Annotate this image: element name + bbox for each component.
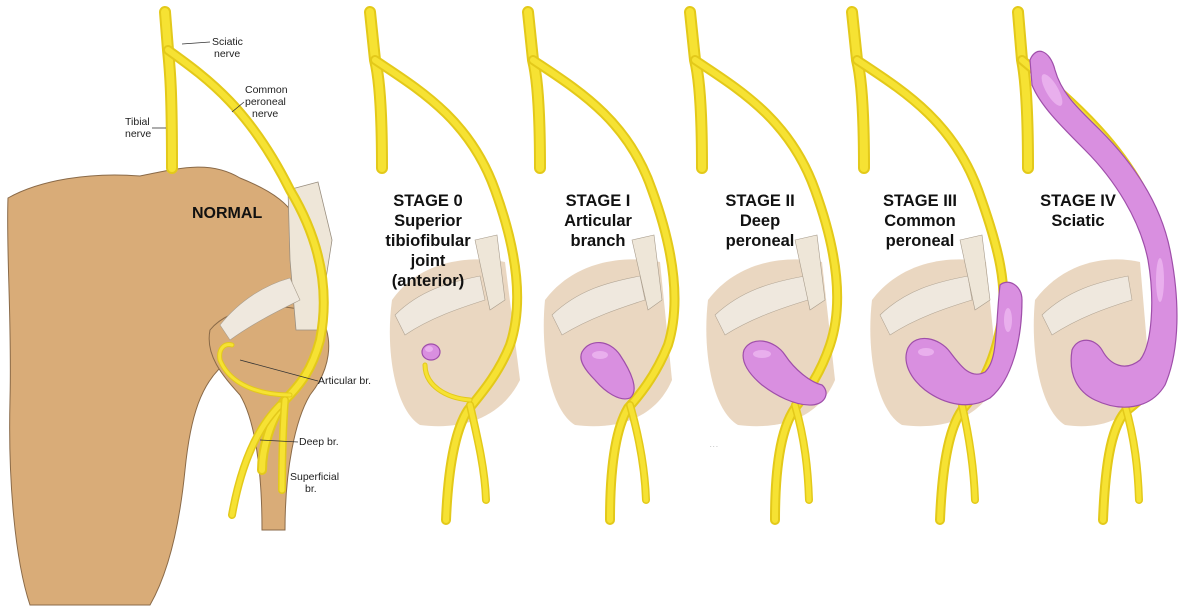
stage-3-panel: [852, 12, 1022, 520]
label-tibial-1: Tibial: [125, 116, 150, 128]
stage-0-subtitle-4: (anterior): [392, 272, 464, 290]
stage-2-title: STAGE II: [725, 192, 794, 210]
stage-2-subtitle-1: Deep: [740, 212, 780, 230]
signature-mark: · · ·: [710, 444, 718, 450]
label-articular: Articular br.: [318, 375, 371, 387]
stage-3-title: STAGE III: [883, 192, 957, 210]
stage-0-subtitle-3: joint: [410, 252, 446, 270]
label-sciatic-2: nerve: [214, 48, 240, 60]
normal-panel: NORMAL Sciatic nerve Common peroneal ner…: [8, 12, 372, 605]
label-tibial-2: nerve: [125, 128, 151, 140]
stage-2-subtitle-2: peroneal: [726, 232, 795, 250]
stage-3-subtitle-2: peroneal: [886, 232, 955, 250]
stage-1-subtitle-2: branch: [570, 232, 625, 250]
stage-0-subtitle-1: Superior: [394, 212, 462, 230]
stage-4-panel: [1018, 12, 1177, 520]
stage-2-panel: · · ·: [690, 12, 837, 520]
normal-title: NORMAL: [192, 205, 262, 222]
cyst: [422, 344, 440, 360]
label-common-peroneal-2: peroneal: [245, 96, 286, 108]
label-superficial-1: Superficial: [290, 471, 339, 483]
stage-0-subtitle-2: tibiofibular: [385, 232, 471, 250]
stage-1-subtitle-1: Articular: [564, 212, 632, 230]
label-deep: Deep br.: [299, 436, 339, 448]
stage-1-panel: [528, 12, 675, 520]
stage-0-title: STAGE 0: [393, 192, 462, 210]
stage-1-title: STAGE I: [566, 192, 631, 210]
label-common-peroneal-1: Common: [245, 84, 288, 96]
label-common-peroneal-3: nerve: [252, 108, 278, 120]
stage-4-subtitle-1: Sciatic: [1051, 212, 1104, 230]
stage-3-subtitle-1: Common: [884, 212, 956, 230]
label-superficial-2: br.: [305, 483, 317, 495]
label-sciatic-1: Sciatic: [212, 36, 243, 48]
stage-4-title: STAGE IV: [1040, 192, 1116, 210]
